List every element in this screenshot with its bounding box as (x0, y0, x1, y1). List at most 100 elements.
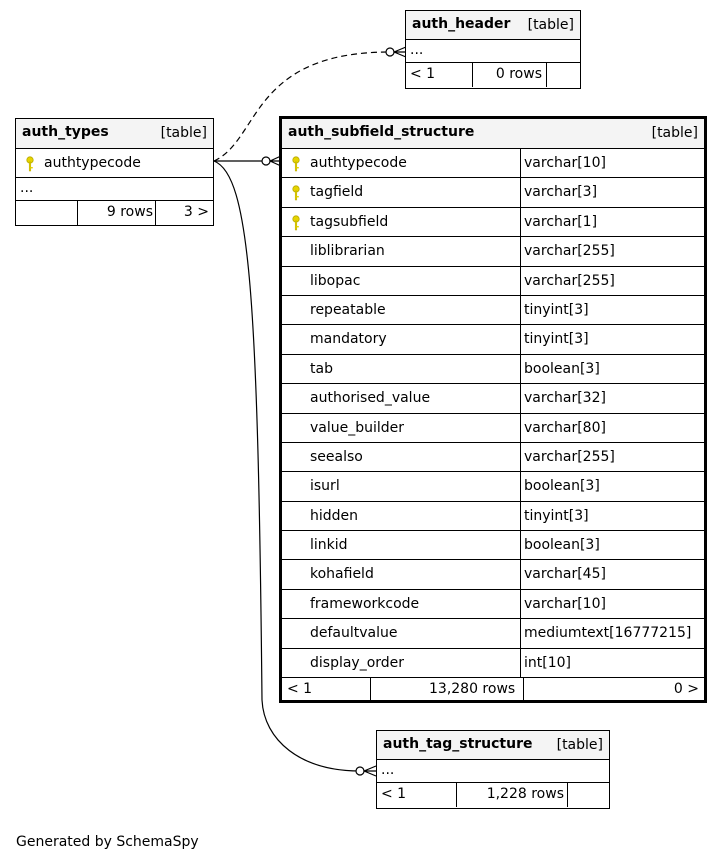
column-type: varchar[255] (524, 243, 615, 260)
column-type: int[10] (524, 654, 571, 671)
column-divider (520, 325, 521, 354)
key-icon (292, 215, 300, 231)
crows-foot (363, 765, 377, 777)
column-divider (520, 648, 521, 678)
column-row[interactable]: display_order int[10] (282, 648, 704, 679)
zero-marker (385, 47, 395, 57)
column-row[interactable]: seealso varchar[255] (282, 442, 704, 473)
table-footer: < 1 0 rows (406, 63, 580, 87)
zero-marker (261, 156, 271, 166)
column-name: isurl (310, 478, 340, 495)
column-type: varchar[45] (524, 566, 606, 583)
column-type: varchar[3] (524, 184, 598, 201)
column-divider (520, 413, 521, 442)
table-kind: [table] (651, 125, 698, 141)
column-name: frameworkcode (310, 595, 420, 612)
table-name[interactable]: auth_types (22, 124, 109, 140)
generated-by-caption: Generated by SchemaSpy (16, 834, 199, 850)
key-icon (292, 156, 300, 172)
column-divider (520, 354, 521, 384)
key-icon (292, 185, 300, 201)
auth-subfield-structure-table[interactable]: auth_subfield_structure [table] authtype… (279, 116, 707, 704)
table-header: auth_subfield_structure [table] (282, 119, 704, 149)
column-row[interactable]: frameworkcode varchar[10] (282, 589, 704, 620)
children-count[interactable]: 0 > (673, 681, 699, 698)
table-kind: [table] (160, 125, 207, 141)
column-divider (520, 237, 521, 266)
column-name: mandatory (310, 331, 387, 348)
table-footer: < 1 13,280 rows 0 > (282, 678, 704, 704)
column-name: display_order (310, 654, 405, 671)
column-row[interactable]: mandatory tinyint[3] (282, 325, 704, 355)
column-divider (520, 442, 521, 472)
column-name: kohafield (310, 566, 374, 583)
column-divider (520, 501, 521, 531)
table-name[interactable]: auth_header (412, 16, 511, 32)
column-divider (520, 589, 521, 619)
column-divider (520, 266, 521, 295)
auth-header-table[interactable]: auth_header [table] ... < 1 0 rows (405, 10, 581, 89)
zero-marker (355, 766, 365, 776)
column-row[interactable]: authorised_value varchar[32] (282, 384, 704, 414)
column-type: varchar[10] (524, 595, 606, 612)
table-name[interactable]: auth_tag_structure (383, 736, 533, 752)
column-name: tagfield (310, 184, 364, 201)
key-icon (26, 156, 34, 172)
column-type: tinyint[3] (524, 507, 589, 524)
column-type: varchar[10] (524, 155, 606, 171)
column-type: boolean[3] (524, 537, 600, 554)
column-name: seealso (310, 448, 363, 465)
column-row[interactable]: tagfield varchar[3] (282, 178, 704, 208)
column-divider (520, 149, 521, 178)
column-ellipsis: ... (16, 178, 213, 201)
column-name: linkid (310, 537, 348, 554)
row-count: 1,228 rows (486, 786, 564, 802)
column-row[interactable]: authtypecode (16, 149, 213, 178)
column-name: authtypecode (44, 155, 141, 171)
column-row[interactable]: libopac varchar[255] (282, 266, 704, 296)
crows-foot (393, 46, 407, 58)
column-row[interactable]: defaultvalue mediumtext[16777215] (282, 619, 704, 649)
column-divider (520, 619, 521, 648)
table-footer: < 1 1,228 rows (377, 783, 609, 807)
column-row[interactable]: authtypecode varchar[10] (282, 149, 704, 179)
column-divider (520, 560, 521, 589)
table-kind: [table] (556, 737, 603, 753)
table-name[interactable]: auth_subfield_structure (288, 124, 475, 140)
column-divider (520, 295, 521, 325)
column-row[interactable]: kohafield varchar[45] (282, 560, 704, 590)
column-row[interactable]: linkid boolean[3] (282, 531, 704, 561)
column-type: boolean[3] (524, 478, 600, 495)
relationship-line-auth-tag (213, 160, 361, 772)
column-name: authorised_value (310, 390, 431, 407)
column-divider (520, 207, 521, 237)
column-divider (520, 531, 521, 560)
table-header: auth_types [table] (16, 119, 213, 149)
column-name: authtypecode (310, 155, 407, 171)
parents-count[interactable]: < 1 (410, 66, 436, 82)
column-name: tagsubfield (310, 213, 389, 230)
children-count[interactable]: 3 > (183, 204, 209, 220)
table-header: auth_tag_structure [table] (377, 731, 609, 760)
column-type: tinyint[3] (524, 331, 589, 348)
parents-count[interactable]: < 1 (381, 786, 407, 802)
column-divider (520, 384, 521, 413)
auth-types-table[interactable]: auth_types [table] authtypecode ... 9 ro… (15, 118, 214, 226)
column-name: libopac (310, 272, 361, 289)
column-type: boolean[3] (524, 360, 600, 377)
auth-tag-structure-table[interactable]: auth_tag_structure [table] ... < 1 1,228… (376, 730, 610, 809)
column-row[interactable]: isurl boolean[3] (282, 472, 704, 502)
row-count: 0 rows (495, 66, 542, 82)
parents-count[interactable]: < 1 (287, 681, 313, 698)
column-type: mediumtext[16777215] (524, 625, 692, 642)
column-name: defaultvalue (310, 625, 398, 642)
column-type: varchar[32] (524, 390, 606, 407)
column-type: varchar[255] (524, 272, 615, 289)
column-type: varchar[255] (524, 448, 615, 465)
